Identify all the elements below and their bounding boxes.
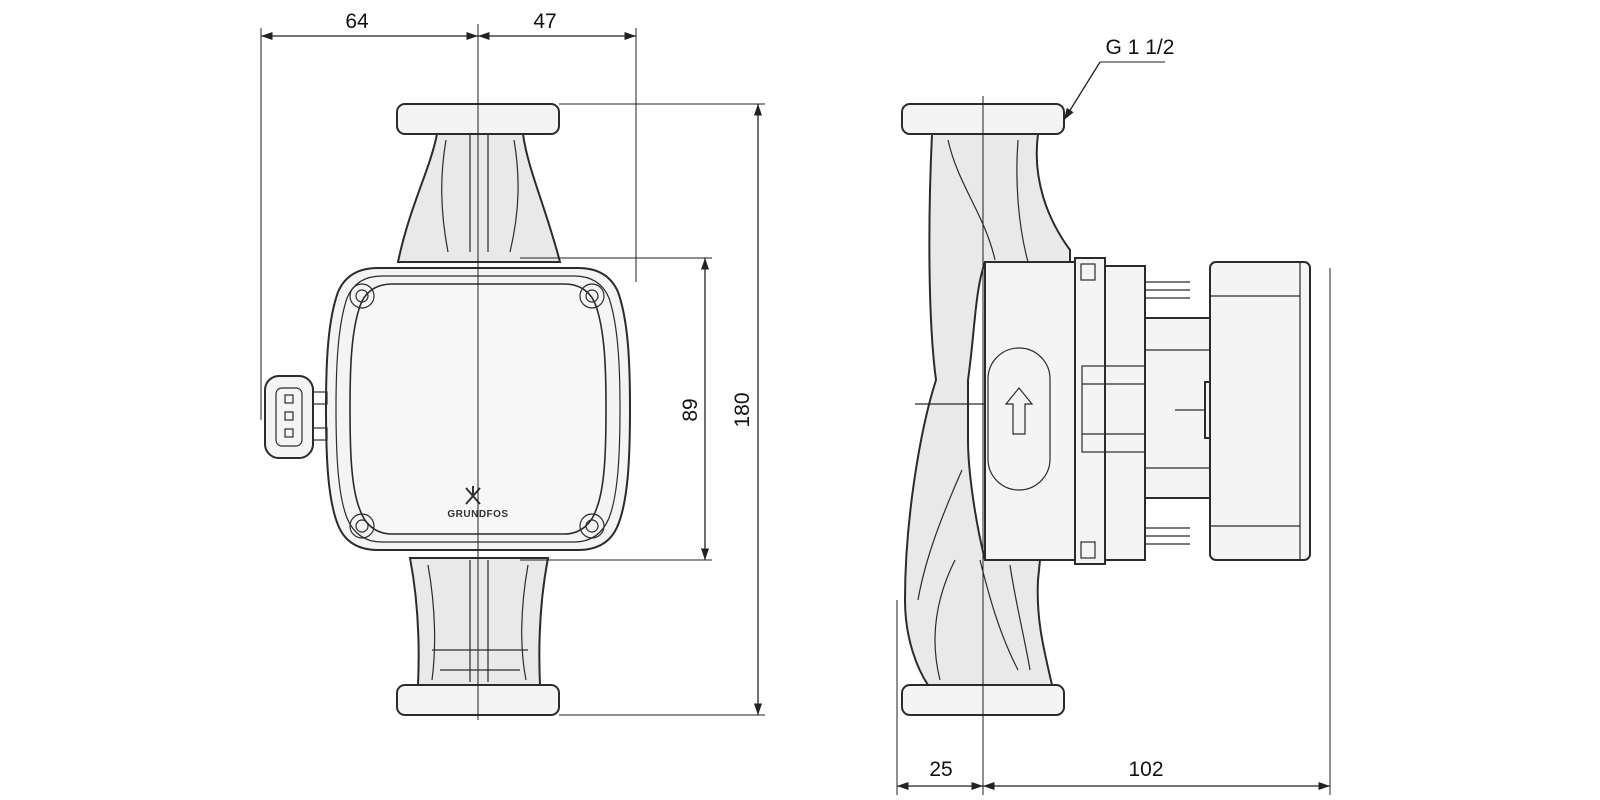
front-screws bbox=[349, 283, 605, 539]
dim-label-64: 64 bbox=[345, 10, 369, 33]
dim-label-180: 180 bbox=[731, 392, 754, 427]
front-power-plug bbox=[264, 375, 328, 459]
front-view: GRUNDFOS 64 47 89 180 bbox=[260, 10, 765, 720]
dim-label-89: 89 bbox=[679, 398, 702, 421]
side-motor bbox=[1081, 261, 1311, 561]
side-flange-ring bbox=[1074, 257, 1106, 565]
front-lower-neck bbox=[408, 557, 550, 686]
thread-label: G 1 1/2 bbox=[1106, 36, 1175, 59]
dim-label-102: 102 bbox=[1128, 758, 1163, 781]
flow-arrow-icon bbox=[1004, 387, 1034, 435]
side-control-box bbox=[1209, 261, 1311, 561]
side-pump-head bbox=[984, 261, 1076, 561]
dim-label-25: 25 bbox=[929, 758, 952, 781]
dim-label-47: 47 bbox=[533, 10, 556, 33]
front-upper-neck bbox=[396, 133, 562, 263]
side-view: G 1 1/2 25 102 bbox=[896, 36, 1331, 795]
side-flow-oval bbox=[987, 347, 1051, 491]
thread-leader-line bbox=[1063, 61, 1101, 121]
